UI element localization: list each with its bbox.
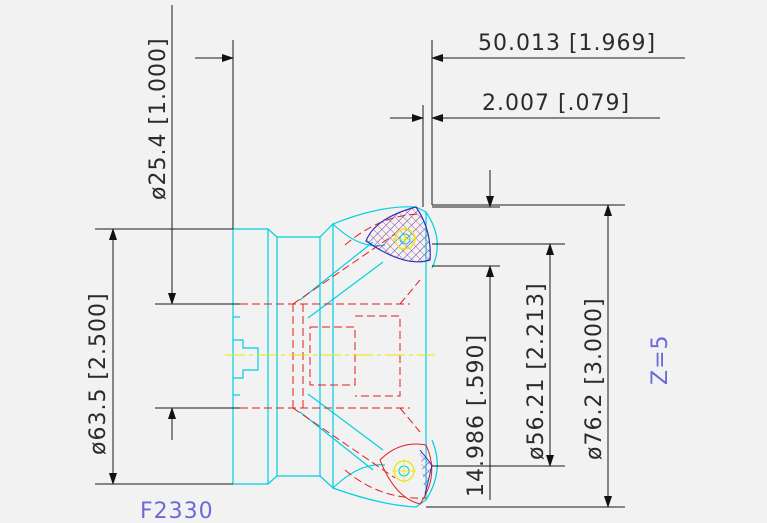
offset-label: 2.007 [.079] [482,91,630,116]
top-insert [365,206,431,263]
hidden-lines [240,213,427,499]
cutter-body-outline [232,206,438,508]
insert-height-label: 14.986 [.590] [464,334,489,497]
part-number-label: F2330 [140,499,214,523]
dimension-lines [95,5,685,508]
inner-dia-label: ø56.21 [2.213] [524,282,549,460]
cutting-dia-label: ø76.2 [3.000] [582,297,607,460]
bottom-insert [379,443,433,505]
body-dia-label: ø63.5 [2.500] [86,292,111,455]
bore-dia-label: ø25.4 [1.000] [146,37,171,200]
overall-length-label: 50.013 [1.969] [478,31,656,56]
teeth-count-label: Z=5 [648,334,673,385]
